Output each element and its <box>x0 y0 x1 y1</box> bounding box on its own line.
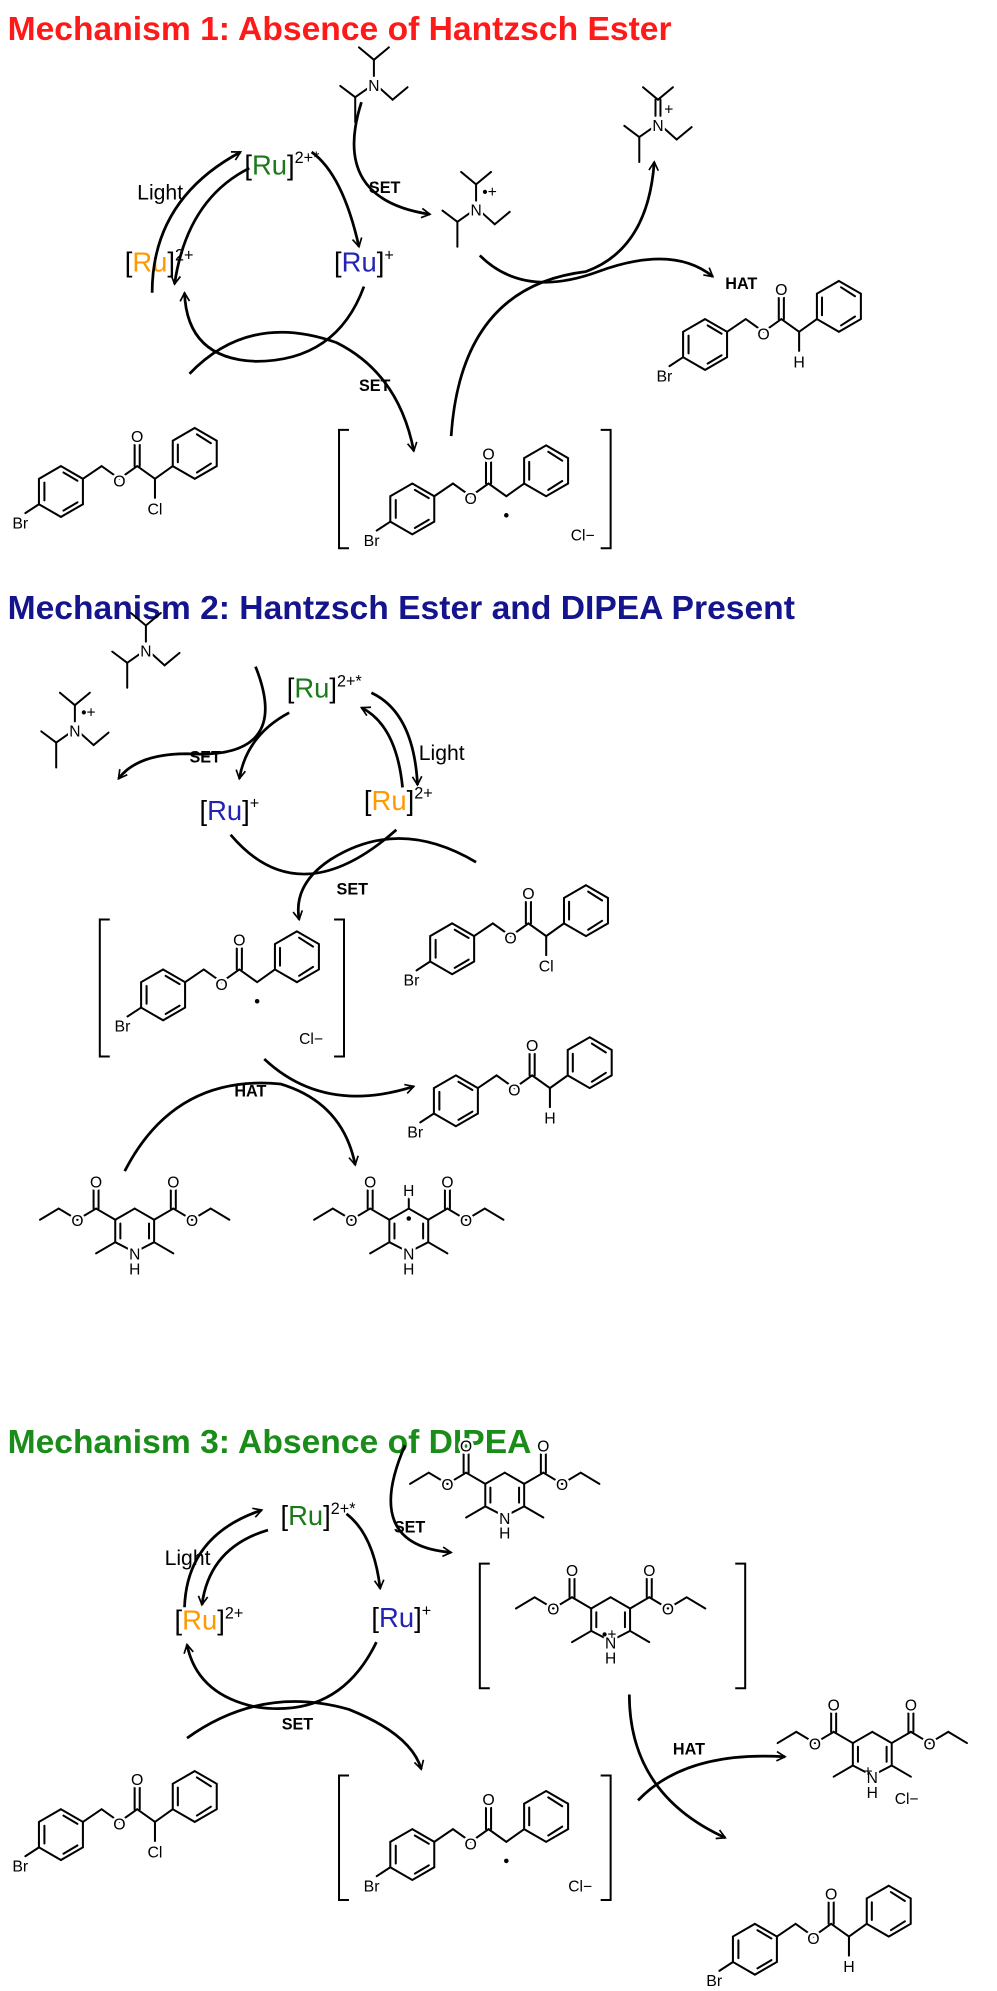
mechanism-3-title: Mechanism 3: Absence of DIPEA <box>8 1424 532 1461</box>
chloride-substrate <box>12 428 216 532</box>
svg-text:+: + <box>664 102 673 119</box>
reaction-arrows <box>183 1444 787 1840</box>
hat-label: HAT <box>725 275 757 293</box>
set-label-top: SET <box>369 179 401 197</box>
iminium: + <box>624 87 691 162</box>
svg-text:Cl−: Cl− <box>895 1791 919 1808</box>
ru-reduced: [Ru]+ <box>334 246 394 277</box>
ru-excited: [Ru]2+* <box>280 1500 356 1531</box>
dipea-radical-cation: •+ <box>41 693 108 768</box>
ru-reduced: [Ru]+ <box>371 1602 431 1633</box>
ru-ground: [Ru]2+ <box>175 1604 244 1635</box>
svg-text:Cl−: Cl− <box>299 1031 323 1048</box>
mechanism-1: Mechanism 1: Absence of Hantzsch Ester [… <box>8 11 861 550</box>
dipea <box>340 47 407 122</box>
svg-text:•+: •+ <box>81 705 96 722</box>
svg-text:+: + <box>864 1764 873 1781</box>
hantzsch-ester-radical: H <box>314 1174 503 1278</box>
svg-text:Cl−: Cl− <box>571 528 595 545</box>
ru-excited: [Ru]2+* <box>287 673 363 704</box>
svg-text:•+: •+ <box>482 184 497 201</box>
chloride-substrate <box>12 1771 216 1875</box>
svg-text:Cl−: Cl− <box>568 1878 592 1895</box>
ru-excited: [Ru]2+* <box>244 149 320 180</box>
radical-intermediate: Cl− <box>98 918 346 1058</box>
mechanism-1-title: Mechanism 1: Absence of Hantzsch Ester <box>8 11 672 48</box>
product-ester <box>706 1886 910 1990</box>
hantzsch-ester <box>40 1174 229 1278</box>
light-label: Light <box>165 1547 211 1570</box>
product-ester <box>656 281 860 385</box>
ru-ground: [Ru]2+ <box>125 246 194 277</box>
radical-intermediate: Cl− <box>338 1774 612 1902</box>
hantzsch-ester-radical-cation: •+ <box>478 1563 747 1690</box>
set-label-top: SET <box>190 749 222 767</box>
reaction-arrows <box>117 666 477 1172</box>
set-label-bottom: SET <box>359 377 391 395</box>
chloride-substrate <box>404 885 608 989</box>
mechanism-3: Mechanism 3: Absence of DIPEA [Ru]2+* [R… <box>8 1424 967 1990</box>
hat-label: HAT <box>673 1740 705 1758</box>
set-label-bottom: SET <box>337 881 369 899</box>
mechanism-2-title: Mechanism 2: Hantzsch Ester and DIPEA Pr… <box>8 590 795 627</box>
reaction-arrows <box>150 101 715 453</box>
dipea-radical-cation: •+ <box>442 172 509 247</box>
hat-label: HAT <box>234 1082 266 1100</box>
ru-reduced: [Ru]+ <box>199 795 259 826</box>
product-ester <box>407 1037 611 1141</box>
pyridinium-salt: + Cl− <box>778 1698 967 1808</box>
light-label: Light <box>419 742 465 765</box>
radical-intermediate: Cl− <box>338 428 612 550</box>
ru-ground: [Ru]2+ <box>364 785 433 816</box>
light-label: Light <box>137 181 183 204</box>
mechanism-2: Mechanism 2: Hantzsch Ester and DIPEA Pr… <box>8 590 795 1278</box>
svg-text:•+: •+ <box>602 1627 617 1644</box>
svg-text:H: H <box>403 1183 414 1200</box>
set-label-bottom: SET <box>282 1715 314 1733</box>
